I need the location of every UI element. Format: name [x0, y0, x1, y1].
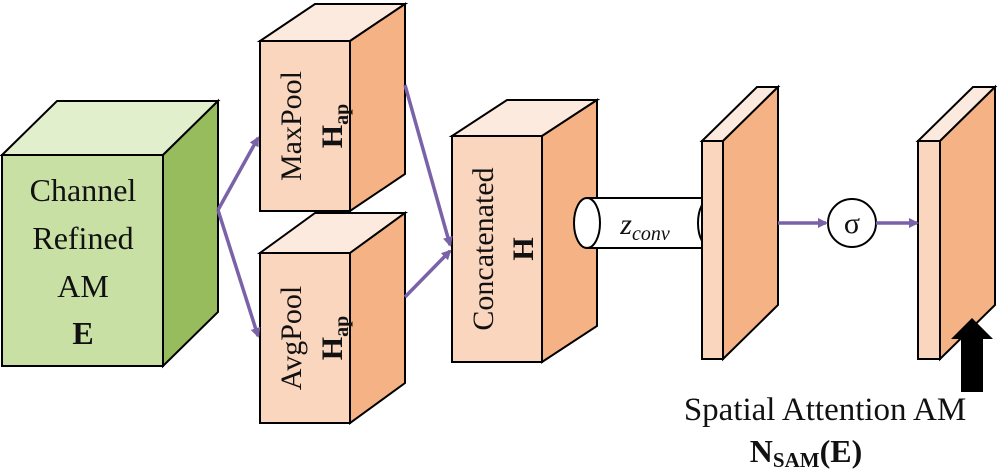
- concat-label: Concatenated: [467, 167, 500, 330]
- flow-arrows: [216, 84, 919, 338]
- conv-output-slab: [699, 84, 781, 362]
- input-block-line3: AM: [57, 268, 109, 304]
- maxpool-symbol-sub: ap: [331, 104, 353, 125]
- conv-cylinder-body: [587, 198, 711, 248]
- conv-label: zconv: [619, 208, 670, 245]
- arrow-maxpool-to-concat: [403, 84, 453, 247]
- sigmoid-node: σ: [827, 198, 877, 248]
- concat-block-front: [451, 135, 543, 363]
- concatenated-block: Concatenated H: [448, 98, 601, 364]
- arrow-input-to-maxpool: [216, 136, 260, 211]
- output-symbol-sub: SAM: [773, 448, 820, 472]
- avgpool-symbol-sub: ap: [331, 316, 353, 337]
- output-symbol: NSAM(E): [750, 433, 862, 472]
- avgpool-block-front: [259, 252, 351, 424]
- maxpool-block-side: [349, 2, 406, 213]
- conv-label-main: z: [619, 208, 632, 241]
- input-block-line2: Refined: [32, 220, 133, 256]
- maxpool-symbol-main: H: [316, 125, 349, 148]
- maxpool-symbol: Hap: [316, 104, 353, 148]
- output-pointer-arrow-shape: [951, 318, 993, 392]
- conv-cylinder-back-cap: [573, 197, 601, 249]
- input-block-line1: Channel: [30, 172, 137, 208]
- output-caption: Spatial Attention AM: [684, 392, 966, 428]
- concat-symbol: H: [507, 237, 540, 260]
- maxpool-block: MaxPool Hap: [256, 2, 409, 213]
- output-slab-front: [917, 140, 941, 360]
- input-block-symbol: E: [72, 315, 93, 351]
- output-attention-slab: [915, 84, 998, 362]
- input-block-front: [1, 154, 164, 367]
- arrow-input-to-avgpool: [216, 209, 261, 338]
- sigmoid-label: σ: [844, 207, 860, 240]
- conv-label-sub: conv: [632, 223, 670, 245]
- avgpool-symbol: Hap: [316, 316, 353, 360]
- conv-slab-front: [701, 140, 724, 360]
- maxpool-block-front: [259, 40, 351, 212]
- output-symbol-main: N: [750, 433, 773, 469]
- arrow-avgpool-to-concat: [403, 249, 452, 299]
- input-feature-block: Channel Refined AM E: [0, 98, 221, 369]
- output-pointer-arrow: [951, 318, 993, 392]
- avgpool-block: AvgPool Hap: [256, 211, 409, 425]
- maxpool-label: MaxPool: [275, 71, 308, 181]
- avgpool-label: AvgPool: [275, 286, 308, 390]
- output-symbol-arg: (E): [820, 433, 863, 469]
- avgpool-symbol-main: H: [316, 337, 349, 360]
